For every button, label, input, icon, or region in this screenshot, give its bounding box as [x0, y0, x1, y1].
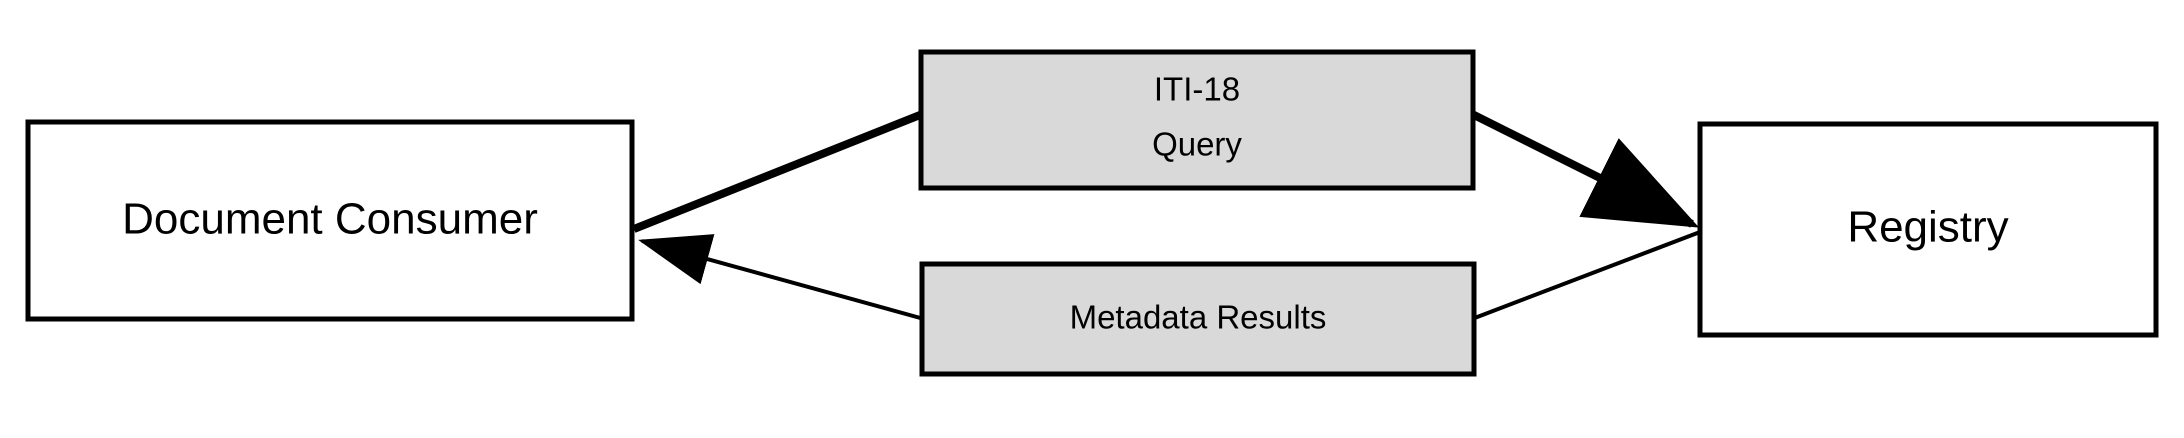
iti-18-query-label-line1: ITI-18: [1154, 71, 1240, 108]
message-metadata-results[interactable]: Metadata Results: [919, 261, 1477, 377]
edge-query-segment-left: [632, 109, 927, 233]
document-consumer-label: Document Consumer: [122, 195, 538, 244]
metadata-results-label: Metadata Results: [1070, 299, 1327, 336]
edge-results: [638, 230, 1701, 321]
registry-label: Registry: [1847, 203, 2008, 252]
message-iti-18-query[interactable]: ITI-18 Query: [918, 49, 1476, 191]
actor-registry[interactable]: Registry: [1697, 121, 2159, 338]
registry-box[interactable]: [1697, 121, 2159, 338]
document-consumer-box[interactable]: [25, 119, 635, 322]
edge-results-segment-left: [638, 234, 925, 321]
edge-results-segment-right: [1471, 230, 1701, 321]
edge-query-segment-right: [1468, 109, 1700, 228]
metadata-results-box[interactable]: [919, 261, 1477, 377]
edge-query: [632, 109, 1700, 233]
iti-18-query-label-line2: Query: [1152, 126, 1242, 163]
actor-document-consumer[interactable]: Document Consumer: [25, 119, 635, 322]
iti-18-query-box[interactable]: [918, 49, 1476, 191]
